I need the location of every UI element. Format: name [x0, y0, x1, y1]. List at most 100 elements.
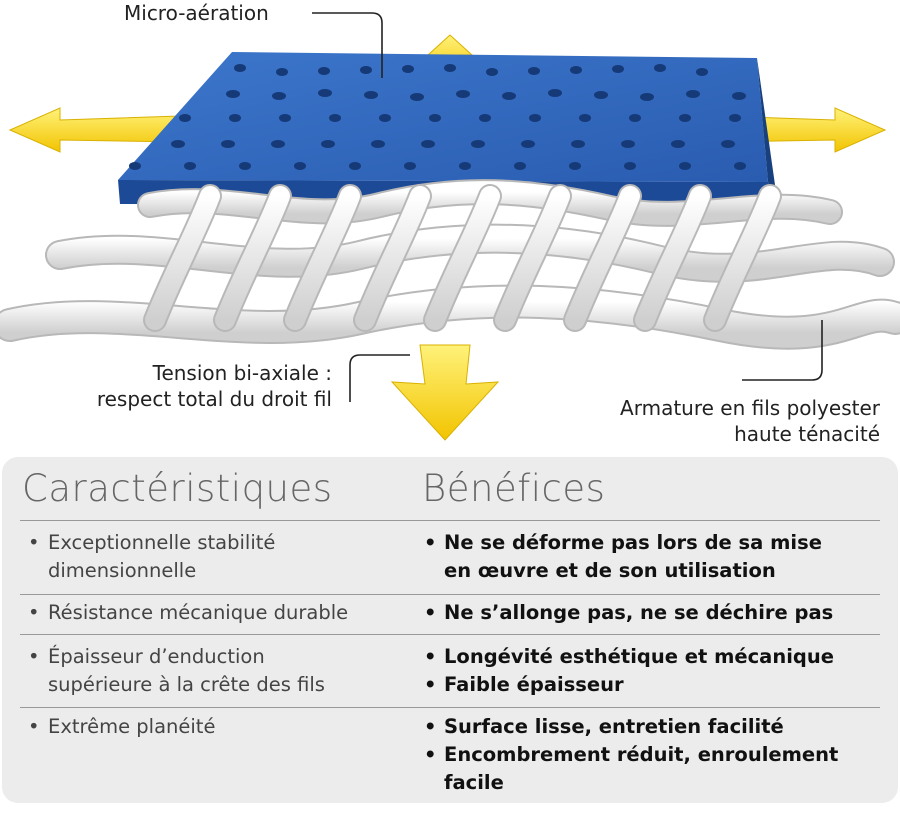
aeration-hole	[402, 65, 414, 73]
features-benefits-table: Caractéristiques Bénéfices Exceptionnell…	[2, 457, 898, 803]
aeration-hole	[654, 64, 666, 72]
warp-fiber	[565, 186, 640, 330]
text-line: Exceptionnelle stabilité	[48, 531, 276, 554]
header-characteristics: Caractéristiques	[22, 467, 333, 510]
text-line: Ne se déforme pas lors de sa mise	[444, 531, 822, 554]
micro-aeration-holes	[129, 64, 746, 170]
list-item: Épaisseur d’enduction supérieure à la cr…	[26, 643, 325, 699]
text-line: Longévité esthétique et mécanique	[444, 645, 834, 668]
aeration-hole	[276, 68, 288, 76]
aeration-hole	[729, 114, 741, 122]
row-characteristic: Exceptionnelle stabilité dimensionnelle	[26, 529, 275, 585]
list-item: Extrême planéité	[26, 713, 215, 741]
aeration-hole	[318, 67, 330, 75]
aeration-hole	[239, 162, 251, 170]
aeration-hole	[321, 140, 335, 148]
text-line: dimensionnelle	[48, 559, 197, 582]
aeration-hole	[640, 93, 654, 101]
text-line: Épaisseur d’enduction	[48, 645, 265, 668]
leader-micro-aeration	[312, 12, 383, 78]
aeration-hole	[234, 64, 246, 72]
aeration-hole	[679, 162, 691, 170]
aeration-hole	[226, 90, 240, 98]
text-line: Faible épaisseur	[444, 673, 624, 696]
aeration-hole	[184, 162, 196, 170]
aeration-hole	[404, 162, 416, 170]
callout-micro-aeration: Micro-aération	[124, 1, 269, 25]
list-item: Exceptionnelle stabilité dimensionnelle	[26, 529, 275, 585]
aeration-hole	[570, 66, 582, 74]
aeration-hole	[179, 114, 191, 122]
header-benefits: Bénéfices	[422, 467, 606, 510]
aeration-hole	[279, 114, 291, 122]
polyester-weave	[0, 179, 900, 350]
aeration-hole	[471, 140, 485, 148]
aeration-hole	[734, 162, 746, 170]
text-line: en œuvre et de son utilisation	[444, 559, 776, 582]
aeration-hole	[360, 66, 372, 74]
aeration-hole	[514, 162, 526, 170]
list-item: Faible épaisseur	[422, 671, 834, 699]
aeration-hole	[371, 140, 385, 148]
table-divider	[20, 594, 880, 595]
warp-fiber	[285, 186, 360, 330]
aeration-hole	[364, 91, 378, 99]
aeration-hole	[444, 64, 456, 72]
warp-fiber	[355, 186, 430, 330]
warp-fiber	[705, 186, 780, 330]
aeration-hole	[579, 114, 591, 122]
aeration-hole	[502, 92, 516, 100]
aeration-hole	[594, 91, 608, 99]
callout-tension-line: Tension bi-axiale :	[152, 361, 332, 385]
aeration-hole	[479, 114, 491, 122]
callout-armature-line: haute ténacité	[734, 422, 880, 446]
warp-fiber	[635, 186, 710, 330]
list-item: Ne se déforme pas lors de sa mise en œuv…	[422, 529, 822, 585]
aeration-hole	[329, 114, 341, 122]
aeration-hole	[459, 162, 471, 170]
text-line: Encombrement réduit, enroulement	[444, 743, 839, 766]
row-benefit: Surface lisse, entretien facilité Encomb…	[422, 713, 838, 797]
aeration-hole	[129, 162, 141, 170]
aeration-hole	[272, 92, 286, 100]
aeration-hole	[629, 114, 641, 122]
aeration-hole	[621, 140, 635, 148]
aeration-hole	[569, 162, 581, 170]
callout-tension-bi-axiale: Tension bi-axiale : respect total du dro…	[97, 360, 332, 412]
aeration-hole	[521, 140, 535, 148]
callout-armature-line: Armature en fils polyester	[620, 396, 880, 420]
aeration-hole	[456, 90, 470, 98]
list-item: Ne s’allonge pas, ne se déchire pas	[422, 599, 833, 627]
list-item: Longévité esthétique et mécanique	[422, 643, 834, 671]
aeration-hole	[624, 162, 636, 170]
aeration-hole	[410, 93, 424, 101]
aeration-hole	[318, 89, 332, 97]
leader-tension	[349, 354, 410, 402]
warp-fiber	[145, 186, 220, 330]
callout-armature: Armature en fils polyester haute ténacit…	[620, 395, 880, 447]
aeration-hole	[612, 65, 624, 73]
row-characteristic: Résistance mécanique durable	[26, 599, 348, 627]
text-line: supérieure à la crête des fils	[48, 673, 325, 696]
aeration-hole	[349, 162, 361, 170]
aeration-hole	[696, 68, 708, 76]
text-line: Extrême planéité	[48, 715, 216, 738]
text-line: Résistance mécanique durable	[48, 601, 349, 624]
warp-fiber	[425, 186, 500, 330]
text-line: Surface lisse, entretien facilité	[444, 715, 784, 738]
aeration-hole	[229, 114, 241, 122]
table-divider	[20, 520, 880, 521]
list-item: Encombrement réduit, enroulement facile	[422, 741, 838, 797]
table-divider	[20, 634, 880, 635]
leader-armature	[742, 320, 823, 381]
aeration-hole	[671, 140, 685, 148]
text-line: Ne s’allonge pas, ne se déchire pas	[444, 601, 834, 624]
row-benefit: Ne s’allonge pas, ne se déchire pas	[422, 599, 833, 627]
row-characteristic: Épaisseur d’enduction supérieure à la cr…	[26, 643, 325, 699]
aeration-hole	[271, 140, 285, 148]
row-characteristic: Extrême planéité	[26, 713, 215, 741]
aeration-hole	[421, 140, 435, 148]
aeration-hole	[548, 89, 562, 97]
aeration-hole	[379, 114, 391, 122]
aeration-hole	[721, 140, 735, 148]
